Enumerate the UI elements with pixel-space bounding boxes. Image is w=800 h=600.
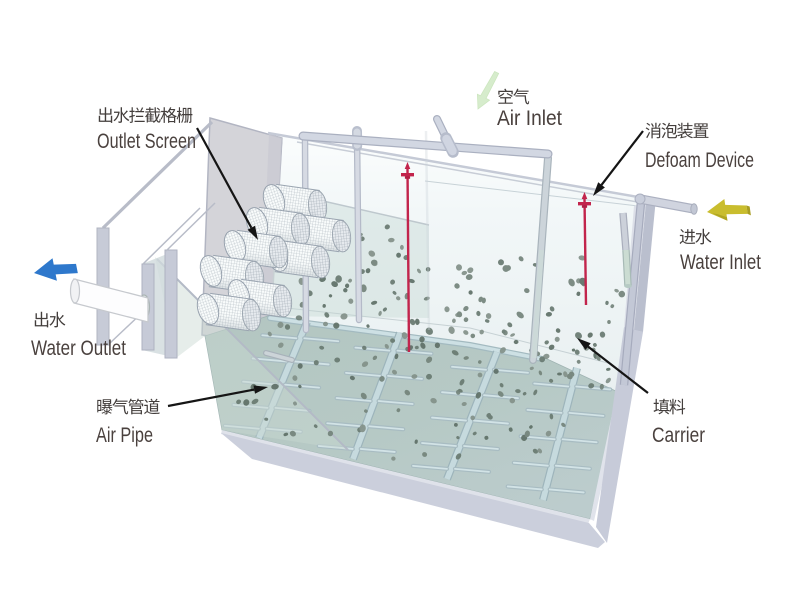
- svg-text:Defoam Device: Defoam Device: [645, 149, 754, 172]
- svg-text:Air Pipe: Air Pipe: [96, 424, 153, 447]
- svg-text:Air Inlet: Air Inlet: [497, 107, 562, 130]
- svg-text:Outlet Screen: Outlet Screen: [97, 130, 196, 153]
- svg-text:Water Outlet: Water Outlet: [31, 337, 126, 360]
- svg-text:Water Inlet: Water Inlet: [680, 251, 761, 274]
- svg-text:Carrier: Carrier: [652, 424, 705, 447]
